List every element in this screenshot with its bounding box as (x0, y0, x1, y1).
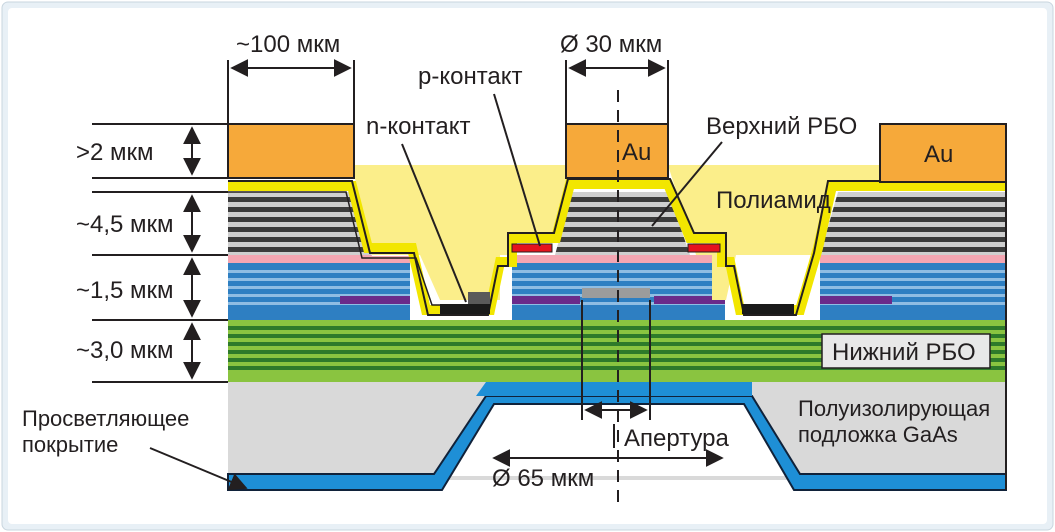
p-contact-left (511, 243, 553, 253)
ar-coating-leader (149, 447, 248, 491)
thickness-label-bottom-dbr: ~3,0 мкм (76, 337, 174, 364)
au-pad-right (879, 123, 1007, 183)
au-center-label: Au (622, 139, 651, 166)
polyimide-label: Полиамид (716, 187, 831, 214)
thickness-label-au: >2 мкм (76, 139, 154, 166)
diameter-65-label: Ø 65 мкм (492, 465, 594, 492)
ar-coating-label-line1: Просветляющее (22, 406, 189, 431)
au-right-label: Au (924, 141, 953, 168)
top-dbr-leader (651, 141, 723, 227)
thickness-label-active: ~1,5 мкм (76, 277, 174, 304)
n-contact-leader (401, 143, 467, 303)
n-contact-label: n-контакт (366, 113, 471, 140)
substrate-top-blue (476, 382, 752, 396)
thickness-scale (92, 123, 228, 383)
p-contact-label: p-контакт (418, 63, 523, 90)
n-contact-right (742, 304, 794, 314)
thickness-label-top-dbr: ~4,5 мкм (76, 211, 174, 238)
bottom-dbr-label: Нижний РБО (832, 339, 976, 366)
n-contact-left-shadow (468, 292, 490, 304)
ar-coating-label-line2: покрытие (22, 432, 118, 457)
p-contact-leader (493, 93, 541, 247)
p-contact-right (687, 243, 721, 253)
width-100-label: ~100 мкм (236, 31, 340, 58)
bottom-dbr-label-box (821, 333, 991, 369)
substrate-label-line1: Полуизолирующая (798, 396, 990, 421)
substrate-label-line2: подложка GaAs (798, 422, 958, 447)
polyimide (352, 165, 570, 300)
top-dbr-label: Верхний РБО (706, 113, 857, 140)
au-pad-left (227, 123, 355, 179)
aperture-label: Апертура (624, 425, 730, 452)
n-contact-left (440, 304, 490, 314)
diameter-30-label: Ø 30 мкм (560, 31, 662, 58)
